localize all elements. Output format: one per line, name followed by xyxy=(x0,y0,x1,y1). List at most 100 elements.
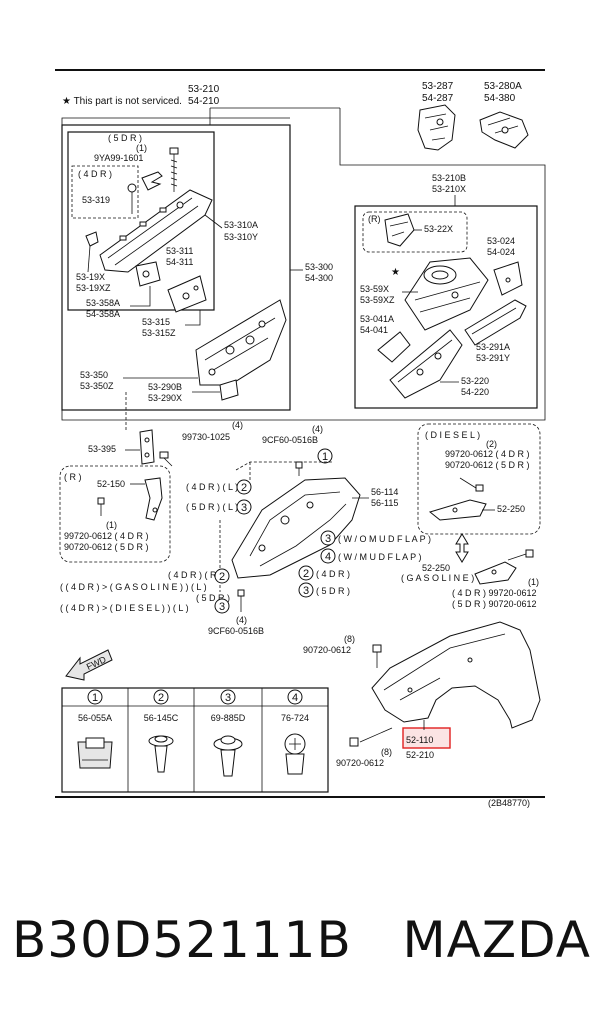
bolt-diesel-icon xyxy=(459,477,484,492)
svg-text:69-885D: 69-885D xyxy=(211,713,246,723)
left-frame xyxy=(61,124,291,411)
label-53-220: 53-220 xyxy=(461,376,489,386)
beam-53-311 xyxy=(99,189,213,273)
label-52-250: 52-250 xyxy=(497,504,525,514)
label-5dr-r: ( 5 D R ) xyxy=(196,593,230,603)
bolt-99730-icon xyxy=(159,451,173,467)
circled-2-b: 2 xyxy=(214,568,230,584)
table-col-1: 1 56-055A xyxy=(77,689,113,769)
bolt-r-bracket-icon xyxy=(97,497,105,516)
table-col-4: 4 76-724 xyxy=(281,689,309,775)
label-53-210b: 53-210B xyxy=(432,173,466,183)
star-icon: ★ xyxy=(391,267,400,278)
label-90720-5dr-c: ( 5 D R ) 90720-0612 xyxy=(452,599,537,609)
4dr-dashed-box xyxy=(71,165,139,219)
label-9cf60-a: 9CF60-0516B xyxy=(262,435,318,445)
label-54-041: 54-041 xyxy=(360,325,388,335)
circled-3-b: 3 xyxy=(320,530,336,546)
panel-53-041a xyxy=(377,331,411,363)
rail-53-291a xyxy=(464,299,527,346)
circled-3-d: 3 xyxy=(298,582,314,598)
label-99720-4dr: 99720-0612 ( 4 D R ) xyxy=(445,449,530,459)
label-53-350: 53-350 xyxy=(80,370,108,380)
label-5dr-c: ( 5 D R ) xyxy=(316,586,350,596)
label-8-b: (8) xyxy=(381,747,392,757)
label-w-mud-flap: ( W / M U D F L A P ) xyxy=(338,552,422,562)
svg-text:56-145C: 56-145C xyxy=(144,713,179,723)
bracket-53-358a xyxy=(135,261,161,287)
svg-text:3: 3 xyxy=(225,692,231,704)
label-53-319: 53-319 xyxy=(82,195,110,205)
bracket-53-024 xyxy=(493,261,523,296)
svg-text:2: 2 xyxy=(219,571,225,583)
diesel-box xyxy=(417,423,541,535)
part-number: B30D52111B xyxy=(12,911,352,969)
table-col-3: 3 69-885D xyxy=(211,689,246,777)
footer-spacer xyxy=(352,911,403,969)
circled-2-a: 2 xyxy=(236,479,252,495)
label-53-310y: 53-310Y xyxy=(224,232,258,242)
label-8-a: (8) xyxy=(344,634,355,644)
label-52-110: 52-110 xyxy=(406,735,433,745)
label-53-290b: 53-290B xyxy=(148,382,182,392)
bracket-53-280a xyxy=(479,111,529,149)
bolt-53-319-icon xyxy=(127,183,137,214)
label-53-280a: 53-280A xyxy=(484,81,522,92)
label-99720-4dr-b: 99720-0612 ( 4 D R ) xyxy=(64,531,149,541)
label-56-114: 56-114 xyxy=(371,487,398,497)
bolt-fender-b-icon xyxy=(349,727,393,747)
label-53-210: 53-210 xyxy=(188,84,220,95)
svg-text:76-724: 76-724 xyxy=(281,713,309,723)
right-frame xyxy=(354,205,538,409)
label-diesel: ( D I E S E L ) xyxy=(425,430,480,440)
svg-text:1: 1 xyxy=(92,692,98,704)
svg-text:4: 4 xyxy=(325,551,331,563)
label-53-024: 53-024 xyxy=(487,236,515,246)
bracket-52-250-gasoline xyxy=(474,561,517,585)
label-4-b: (4) xyxy=(312,424,323,434)
label-53-395: 53-395 xyxy=(88,444,116,454)
svg-text:56-055A: 56-055A xyxy=(78,713,112,723)
fasteners-table xyxy=(61,687,329,793)
label-gasoline-line: ( ( 4 D R ) > ( G A S O L I N E ) ) ( L … xyxy=(60,582,207,592)
bracket-53-287 xyxy=(417,104,456,151)
label-54-220: 54-220 xyxy=(461,387,489,397)
label-53-59xz: 53-59XZ xyxy=(360,295,395,305)
label-4dr-c: ( 4 D R ) xyxy=(316,569,350,579)
label-4-c: (4) xyxy=(236,615,247,625)
svg-text:3: 3 xyxy=(219,601,225,613)
label-90720-5dr: 90720-0612 ( 5 D R ) xyxy=(445,460,530,470)
label-54-210: 54-210 xyxy=(188,96,220,107)
label-90720-b: 90720-0612 xyxy=(336,758,384,768)
label-53-311: 53-311 xyxy=(166,246,193,256)
svg-text:3: 3 xyxy=(303,585,309,597)
circled-4-a: 4 xyxy=(320,548,336,564)
label-53-315: 53-315 xyxy=(142,317,170,327)
label-diesel-line: ( ( 4 D R ) > ( D I E S E L ) ) ( L ) xyxy=(60,603,189,613)
label-54-380: 54-380 xyxy=(484,93,516,104)
table-col-2: 2 56-145C xyxy=(144,689,179,773)
label-99730: 99730-1025 xyxy=(182,432,230,442)
label-1-a: (1) xyxy=(136,143,147,153)
label-99720-4dr-c: ( 4 D R ) 99720-0612 xyxy=(452,588,537,598)
label-53-291a: 53-291A xyxy=(476,342,510,352)
clip-53-19x xyxy=(85,231,99,247)
svg-text:3: 3 xyxy=(325,533,331,545)
label-4dr: ( 4 D R ) xyxy=(78,169,112,179)
strut-tower-53-59x xyxy=(404,257,489,331)
label-1-b: (1) xyxy=(106,520,117,530)
r-dashed-box xyxy=(362,211,468,253)
front-fender-52-110 xyxy=(371,621,541,729)
label-wo-mud-flap: ( W / O M U D F L A P ) xyxy=(338,534,431,544)
arrow-icon xyxy=(141,171,163,191)
label-r-2: ( R ) xyxy=(64,472,82,482)
label-53-287: 53-287 xyxy=(422,81,454,92)
circled-1-a: 1 xyxy=(317,448,333,464)
label-5dr-l: ( 5 D R ) ( L ) xyxy=(186,502,238,512)
highlight-52-110[interactable] xyxy=(402,727,451,749)
circled-2-c: 2 xyxy=(298,565,314,581)
svg-text:3: 3 xyxy=(241,502,247,514)
label-52-210: 52-210 xyxy=(406,750,434,760)
label-53-350z: 53-350Z xyxy=(80,381,114,391)
